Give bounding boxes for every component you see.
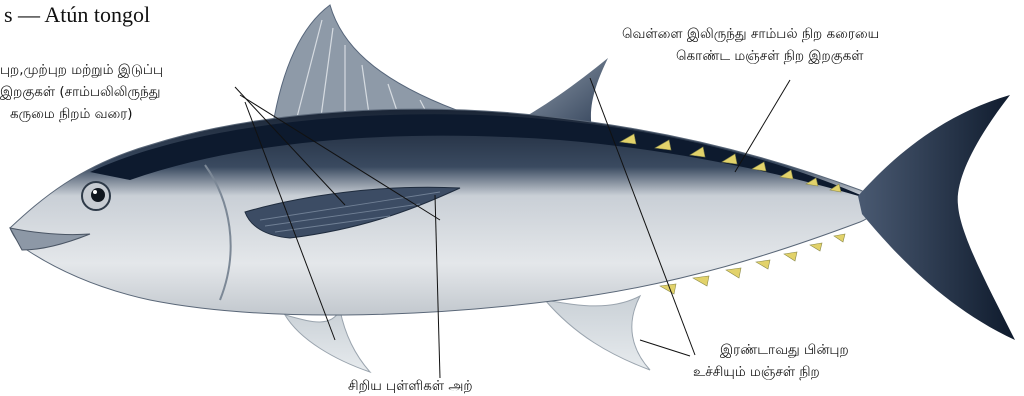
pectoral-label-line3: கருமை நிறம் வரை) [10, 106, 133, 124]
tuna-illustration [0, 0, 1024, 388]
second-fin-label-line1: இரண்டாவது பின்புற [720, 342, 849, 360]
tuna-diagram: s — Atún tongol புற,முற்புற மற்றும் இடுப… [0, 0, 1024, 388]
finlet-label-line1: வெள்ளை இலிருந்து சாம்பல் நிற கரையை [622, 26, 879, 44]
fish-body [10, 109, 880, 315]
species-name: s — Atún tongol [4, 2, 150, 28]
second-fin-label-line2: உச்சியும் மஞ்சள் நிற [693, 364, 820, 382]
pectoral-label-line2: இறகுகள் (சாம்பலிலிருந்து [0, 84, 160, 102]
finlet-label-line2: கொண்ட மஞ்சள் நிற இறகுகள் [676, 48, 863, 66]
tail-fin [858, 95, 1015, 340]
anal-fin [545, 296, 650, 370]
eye-glint [93, 190, 97, 194]
pectoral-label-line1: புற,முற்புற மற்றும் இடுப்பு [0, 62, 163, 80]
bottom-cut-label: சிறிய புள்ளிகள் அற் [348, 378, 473, 396]
eye-pupil [91, 188, 105, 202]
